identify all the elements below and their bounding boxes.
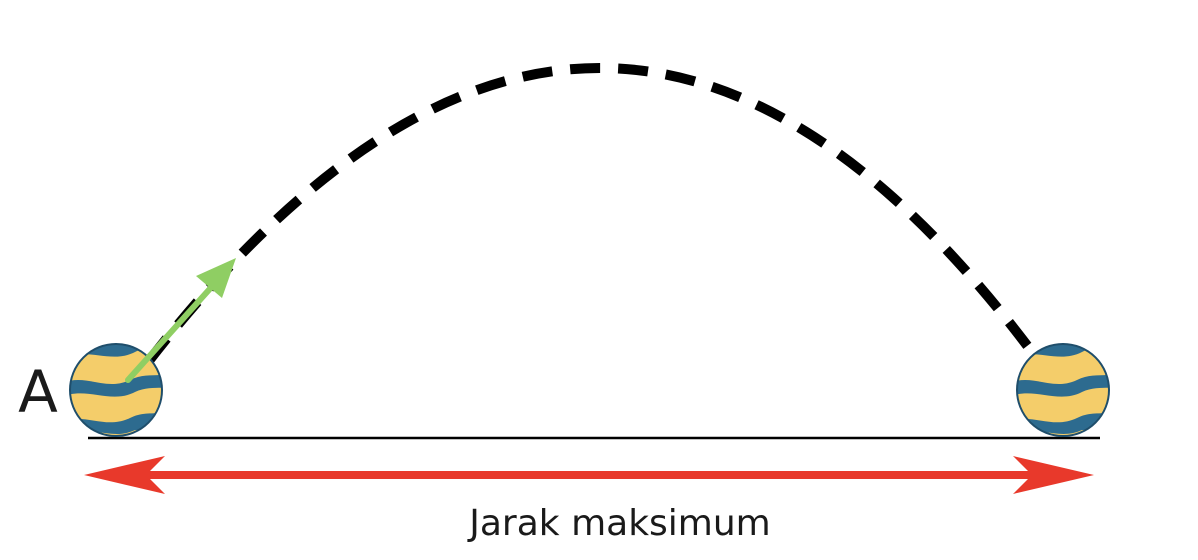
range-arrow	[84, 456, 1094, 494]
range-label: Jarak maksimum	[467, 503, 771, 544]
velocity-arrow	[125, 258, 236, 383]
start-point-label: A	[18, 358, 58, 426]
ball-end	[1016, 343, 1110, 437]
trajectory-path	[144, 63, 1043, 366]
ball-start	[69, 343, 163, 437]
